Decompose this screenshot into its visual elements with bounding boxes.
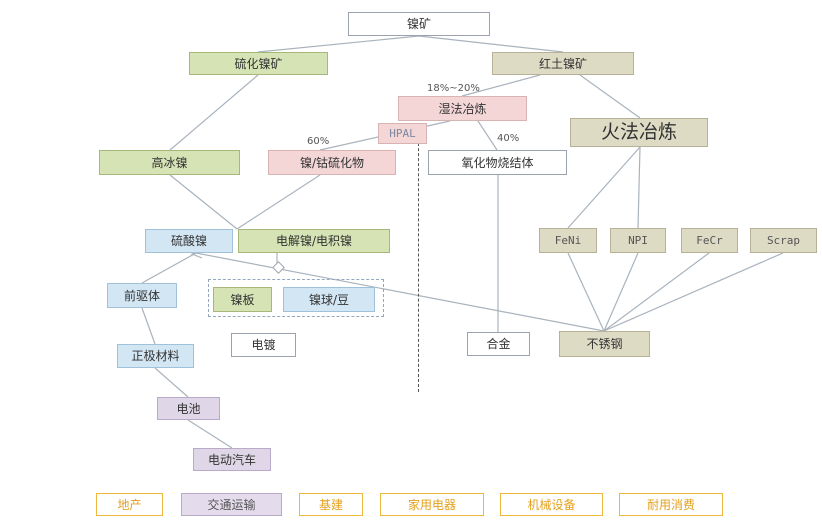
edge-laterite-pyro [579, 74, 641, 119]
node-precursor[interactable]: 前驱体 [107, 283, 177, 308]
node-hpal[interactable]: HPAL [378, 123, 427, 144]
electrolytic-products-group [208, 279, 384, 317]
edge-npi-stainless [603, 252, 639, 332]
legend-real-estate: 地产 [96, 493, 163, 516]
edge-fecr-stainless [603, 252, 710, 332]
legend-transport: 交通运输 [181, 493, 282, 516]
node-fecr[interactable]: FeCr [681, 228, 738, 253]
node-oxide-sintered[interactable]: 氧化物烧结体 [428, 150, 567, 175]
node-nickel-matte[interactable]: 高冰镍 [99, 150, 240, 175]
node-scrap[interactable]: Scrap [750, 228, 817, 253]
edge-root-sulfide [257, 35, 420, 53]
edge-sulfide-matte [169, 74, 259, 151]
edge-feni-stainless [567, 252, 605, 332]
divider-line [418, 118, 419, 392]
node-battery[interactable]: 电池 [157, 397, 220, 420]
legend-appliances: 家用电器 [380, 493, 484, 516]
edge-scrap-stainless [603, 252, 784, 332]
node-laterite-ore[interactable]: 红土镍矿 [492, 52, 634, 75]
node-pyrometallurgy[interactable]: 火法冶炼 [570, 118, 708, 147]
node-sulfide-ore[interactable]: 硫化镍矿 [189, 52, 328, 75]
edge-laterite-hydro [461, 74, 541, 97]
edge-battery-ev [187, 419, 233, 449]
node-nickel-ore[interactable]: 镍矿 [348, 12, 490, 36]
legend-machinery: 机械设备 [500, 493, 603, 516]
node-npi[interactable]: NPI [610, 228, 666, 253]
node-nickel-bead[interactable]: 镍球/豆 [283, 287, 375, 312]
edge-sulfate-precursor [141, 252, 197, 284]
edge-stainless-sulfate [195, 252, 605, 332]
node-electroplating[interactable]: 电镀 [231, 333, 296, 357]
edge-cathode-battery [154, 367, 189, 398]
pct-hpal-mhp: 60% [307, 136, 330, 147]
node-cathode-material[interactable]: 正极材料 [117, 344, 194, 368]
edge-precursor-cathode [141, 307, 156, 345]
pct-hydro-oxide: 40% [497, 133, 520, 144]
node-nickel-sulfate[interactable]: 硫酸镍 [145, 229, 233, 253]
edge-root-laterite [418, 35, 564, 53]
edge-pyro-feni [567, 146, 641, 229]
node-nickel-plate[interactable]: 镍板 [213, 287, 272, 312]
node-hydrometallurgy[interactable]: 湿法冶炼 [398, 96, 527, 121]
edge-pyro-npi [637, 146, 641, 229]
node-feni[interactable]: FeNi [539, 228, 597, 253]
node-electric-vehicle[interactable]: 电动汽车 [193, 448, 271, 471]
node-stainless-steel[interactable]: 不锈钢 [559, 331, 650, 357]
edge-hydro-oxide [477, 120, 498, 151]
node-nickel-cobalt-sulfide[interactable]: 镍/钴硫化物 [268, 150, 396, 175]
pct-laterite-hydro: 18%~20% [427, 83, 480, 94]
legend-infrastructure: 基建 [299, 493, 363, 516]
edge-matte-sulfate [169, 174, 238, 230]
legend-durables: 耐用消费 [619, 493, 723, 516]
node-electrolytic-nickel[interactable]: 电解镍/电积镍 [238, 229, 390, 253]
node-alloy[interactable]: 合金 [467, 332, 530, 356]
edge-mhp-sulfate [236, 174, 321, 230]
